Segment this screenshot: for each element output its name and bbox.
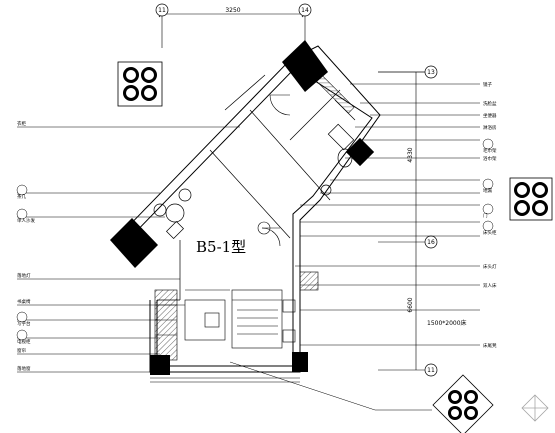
right-callout-12: 床尾凳 xyxy=(483,342,497,349)
grid-bubble-top-right: 14 xyxy=(298,3,312,17)
column-top xyxy=(282,40,328,92)
svg-text:浴巾架: 浴巾架 xyxy=(483,155,497,162)
grid-bubble-right-middle: 16 xyxy=(378,235,438,249)
svg-text:13: 13 xyxy=(427,69,435,76)
right-callout-1: 镜子 xyxy=(483,81,492,88)
grid-bubble-right-lower: 11 xyxy=(424,363,438,377)
left-callout-2: 茶几 xyxy=(16,184,28,200)
top-dimension-text: 3250 xyxy=(225,7,240,14)
left-callouts: 衣柜 茶几 单人沙发 落地灯 书桌椅 写字台 电视柜 窗帘 落地窗 xyxy=(16,120,35,372)
svg-text:茶几: 茶几 xyxy=(17,193,26,200)
right-dimension-upper-text: 4330 xyxy=(407,147,414,162)
window-band xyxy=(150,377,300,383)
lounge-chair-and-table xyxy=(153,188,192,239)
elevation-index-symbol-bottom xyxy=(432,374,494,433)
svg-text:双人床: 双人床 xyxy=(483,282,497,289)
svg-text:地漏: 地漏 xyxy=(483,187,492,194)
right-callout-9: 床头柜 xyxy=(482,220,497,236)
svg-text:床尾凳: 床尾凳 xyxy=(483,342,497,349)
right-dimension: 4330 6600 xyxy=(378,71,425,371)
svg-text:书桌椅: 书桌椅 xyxy=(17,298,31,305)
right-callout-11: 双人床 xyxy=(483,282,497,289)
right-callout-7: 地漏 xyxy=(482,178,494,194)
svg-text:门: 门 xyxy=(483,212,488,219)
right-callout-4: 淋浴房 xyxy=(483,124,497,131)
svg-text:电视柜: 电视柜 xyxy=(17,338,31,345)
right-callout-10: 床头灯 xyxy=(483,263,497,270)
wall-segment-hatch-right xyxy=(316,75,355,114)
svg-text:落地灯: 落地灯 xyxy=(17,272,31,279)
svg-text:单人沙发: 单人沙发 xyxy=(17,217,35,224)
room-type-label: B5-1型 xyxy=(196,238,246,256)
svg-text:镜子: 镜子 xyxy=(483,81,492,88)
elevation-index-symbol-top xyxy=(117,61,163,107)
right-leaders xyxy=(229,83,480,411)
svg-text:落地窗: 落地窗 xyxy=(17,365,31,372)
left-leaders xyxy=(17,126,240,373)
left-callout-1: 衣柜 xyxy=(17,120,26,127)
door-swings xyxy=(257,94,291,247)
left-callout-5: 书桌椅 xyxy=(17,298,31,305)
right-callout-8: 门 xyxy=(482,203,494,219)
svg-text:14: 14 xyxy=(301,7,309,14)
svg-text:衣柜: 衣柜 xyxy=(17,120,26,127)
column-left xyxy=(110,218,158,268)
svg-text:写字台: 写字台 xyxy=(17,320,31,327)
right-callout-2: 洗脸盆 xyxy=(483,100,497,107)
wardrobe xyxy=(154,289,178,361)
left-callout-9: 落地窗 xyxy=(17,365,31,372)
right-callouts: 镜子 洗脸盆 坐便器 淋浴房 毛巾架 浴巾架 地漏 门 床头柜 床头灯 双人床 … xyxy=(482,81,497,349)
right-callout-3: 坐便器 xyxy=(483,112,497,119)
svg-text:床头柜: 床头柜 xyxy=(483,229,497,236)
svg-text:16: 16 xyxy=(427,239,435,246)
svg-text:洗脸盆: 洗脸盆 xyxy=(483,100,497,107)
svg-text:11: 11 xyxy=(158,7,166,14)
watermark-logo xyxy=(521,394,549,422)
left-callout-8: 窗帘 xyxy=(17,347,26,354)
right-dimension-lower-text: 6600 xyxy=(407,297,414,312)
svg-text:11: 11 xyxy=(427,367,435,374)
left-callout-7: 电视柜 xyxy=(16,329,31,345)
svg-text:窗帘: 窗帘 xyxy=(17,347,26,354)
grid-bubble-right-upper: 13 xyxy=(378,65,438,79)
top-dimension: 3250 xyxy=(158,7,309,48)
left-callout-6: 写字台 xyxy=(16,311,31,327)
left-callout-4: 落地灯 xyxy=(17,272,31,279)
bed-size-label: 1500*2000床 xyxy=(427,319,467,327)
svg-text:毛巾架: 毛巾架 xyxy=(483,147,497,154)
svg-text:床头灯: 床头灯 xyxy=(483,263,497,270)
svg-text:坐便器: 坐便器 xyxy=(483,112,497,119)
right-callout-6: 浴巾架 xyxy=(483,155,497,162)
right-callout-5: 毛巾架 xyxy=(482,138,497,154)
column-bottom-right xyxy=(292,352,308,372)
left-callout-3: 单人沙发 xyxy=(16,208,35,224)
elevation-index-symbol-right xyxy=(509,177,553,221)
wall-segment-hatch xyxy=(299,271,319,291)
svg-text:淋浴房: 淋浴房 xyxy=(483,124,497,131)
double-bed xyxy=(231,289,296,349)
grid-bubble-top-left: 11 xyxy=(155,3,169,17)
desk-and-chair xyxy=(184,289,230,341)
